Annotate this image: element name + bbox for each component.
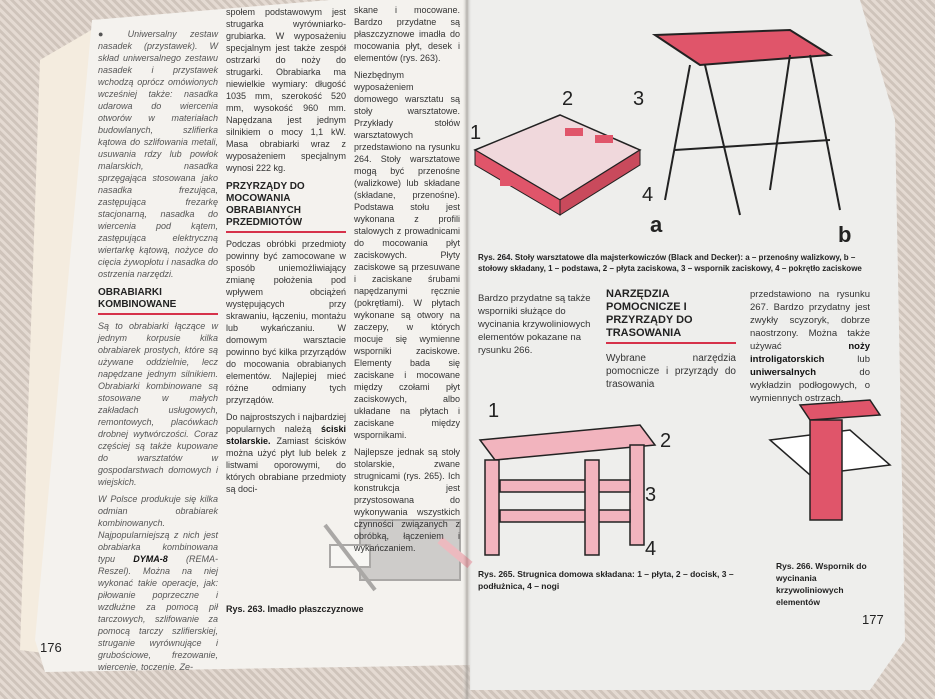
narzedzia-paragraph: Wybrane narzędzia pomocnicze i przyrządy…: [606, 353, 736, 390]
left-col2: społem podstawowym jest strugarka wyrówn…: [226, 6, 346, 500]
obrabiarki-paragraph: Są to obrabiarki łączące w jednym korpus…: [98, 321, 218, 487]
figure-263-caption: Rys. 263. Imadło płaszczyznowe: [226, 604, 364, 614]
page-number-left: 176: [40, 640, 62, 655]
heading-obrabiarki: OBRABIARKI KOMBINOWANE: [98, 287, 218, 315]
bold-noze: noży introligatorskich: [750, 341, 870, 365]
strugnice-paragraph: Najlepsze jednak są stoły stolarskie, zw…: [354, 447, 460, 553]
fig265-label-1: 1: [488, 400, 500, 422]
stoly-paragraph: Niezbędnym wyposażeniem domowego warszta…: [354, 70, 460, 440]
text: (REMA-Reszel). Można na niej wykonać tak…: [98, 554, 218, 672]
figure-264-caption: Rys. 264. Stoły warsztatowe dla majsterk…: [478, 253, 862, 273]
left-col3: skane i mocowane. Bardzo przydatne są pł…: [354, 4, 460, 559]
fig265-label-3: 3: [645, 484, 657, 506]
figure-264b-workbench-folding: [651, 28, 841, 216]
scyzoryk-paragraph: przedstawiono na rysunku 267. Bardzo prz…: [750, 288, 870, 405]
sciski-paragraph: Do najprostszych i najbardziej popularny…: [226, 411, 346, 495]
figure-265-workbench: [478, 424, 657, 556]
right-col3: przedstawiono na rysunku 267. Bardzo prz…: [750, 288, 870, 410]
page-number-right: 177: [862, 612, 884, 627]
figure-264a-workbench-portable: [473, 114, 642, 216]
fig264-label-2: 2: [562, 88, 574, 110]
przyrzady-paragraph: Podczas obróbki przedmioty powinny być z…: [226, 239, 346, 405]
right-col1: Bardzo przydatne są także wsporniki służ…: [478, 293, 591, 356]
heading-narzedzia: NARZĘDZIA POMOCNICZE I PRZYRZĄDY DO TRAS…: [606, 288, 736, 344]
left-page: [35, 0, 470, 672]
fig264-label-4: 4: [642, 184, 654, 206]
sciski-bold: ściski stolarskie.: [226, 424, 346, 446]
bold-uniwersalne: uniwersalnych: [750, 367, 816, 378]
imadla-paragraph: skane i mocowane. Bardzo przydatne są pł…: [354, 5, 460, 63]
spine-shadow: [462, 0, 472, 699]
fig264-label-3: 3: [633, 88, 645, 110]
fig265-label-4: 4: [645, 538, 657, 560]
figure-263-vise: [323, 519, 473, 592]
fig264-sub-a: a: [650, 212, 663, 237]
text: W Polsce produkuje się kilka odmian obra…: [98, 494, 218, 564]
text: lub: [824, 354, 870, 365]
heading-przyrzady: PRZYRZĄDY DO MOCOWANIA OBRABIANYCH PRZED…: [226, 181, 346, 233]
right-col2: NARZĘDZIA POMOCNICZE I PRZYRZĄDY DO TRAS…: [606, 286, 736, 396]
dyma-paragraph: W Polsce produkuje się kilka odmian obra…: [98, 493, 218, 673]
text: Do najprostszych i najbardziej popularny…: [226, 412, 346, 434]
fig264-sub-b: b: [838, 222, 852, 247]
left-col1: ● Uniwersalny zestaw nasadek (przystawek…: [98, 28, 218, 678]
dyma-continued: społem podstawowym jest strugarka wyrówn…: [226, 7, 346, 173]
text: Zamiast ścisków można użyć płyt lub bele…: [226, 436, 346, 494]
figure-266-bracket: [768, 399, 892, 521]
text: do wykładzin podłogowych, o wymiennych o…: [750, 367, 870, 404]
fig265-label-2: 2: [660, 430, 672, 452]
text: przedstawiono na rysunku 267. Bardzo prz…: [750, 289, 870, 352]
fig264-label-1: 1: [470, 122, 482, 144]
dyma-bold: DYMA-8: [133, 554, 168, 564]
figure-266-caption: Rys. 266. Wspornik do wycinania krzywoli…: [776, 561, 867, 607]
figure-265-caption: Rys. 265. Strugnica domowa składana: 1 –…: [478, 569, 734, 591]
nasadki-paragraph: ● Uniwersalny zestaw nasadek (przystawek…: [98, 29, 218, 279]
